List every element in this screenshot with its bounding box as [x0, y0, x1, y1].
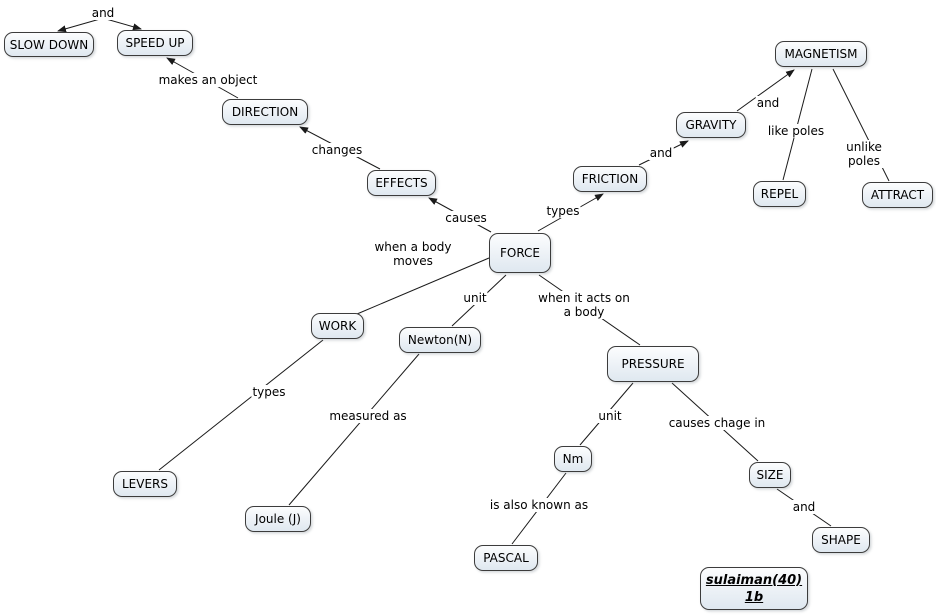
- edge-label-like-poles[interactable]: like poles: [766, 124, 826, 138]
- node-repel[interactable]: REPEL: [753, 181, 806, 207]
- edge-label-and-top[interactable]: and: [90, 6, 116, 20]
- edge-work-levers: [158, 339, 324, 471]
- node-pascal[interactable]: PASCAL: [474, 545, 538, 571]
- edge-label-and-gravity-magnetism[interactable]: and: [755, 96, 781, 110]
- node-speed-up[interactable]: SPEED UP: [117, 30, 193, 56]
- signature-box[interactable]: sulaiman(40) 1b: [700, 567, 808, 610]
- edge-label-measured-as[interactable]: measured as: [328, 409, 408, 423]
- signature-line1: sulaiman(40): [705, 572, 803, 588]
- node-force[interactable]: FORCE: [489, 233, 551, 273]
- edge-and-slow-down: [57, 18, 101, 33]
- node-newton[interactable]: Newton(N): [399, 327, 481, 353]
- node-size[interactable]: SIZE: [749, 462, 791, 488]
- edge-label-types-friction[interactable]: types: [545, 204, 581, 218]
- node-work[interactable]: WORK: [311, 313, 364, 339]
- node-gravity[interactable]: GRAVITY: [676, 112, 746, 138]
- edge-label-causes-chage-in[interactable]: causes chage in: [667, 416, 767, 430]
- edge-label-and-friction-gravity[interactable]: and: [648, 146, 674, 160]
- node-slow-down[interactable]: SLOW DOWN: [4, 32, 94, 57]
- edge-label-causes[interactable]: causes: [444, 211, 488, 225]
- node-effects[interactable]: EFFECTS: [367, 170, 436, 196]
- edge-label-changes[interactable]: changes: [310, 143, 364, 157]
- node-direction[interactable]: DIRECTION: [222, 99, 308, 125]
- edge-label-unit-newton[interactable]: unit: [462, 291, 488, 305]
- edge-newton-joule: [288, 353, 420, 506]
- edge-force-work: [356, 257, 490, 315]
- edge-label-when-it-acts-on-a-body[interactable]: when it acts on a body: [537, 291, 631, 319]
- edge-label-types-levers[interactable]: types: [251, 385, 287, 399]
- signature-line2: 1b: [744, 589, 764, 605]
- node-levers[interactable]: LEVERS: [113, 471, 177, 497]
- node-nm[interactable]: Nm: [554, 446, 592, 472]
- edge-label-makes-an-object[interactable]: makes an object: [157, 73, 259, 87]
- node-attract[interactable]: ATTRACT: [862, 182, 933, 208]
- edge-label-is-also-known-as[interactable]: is also known as: [488, 498, 590, 512]
- edge-and-speed-up: [105, 18, 142, 31]
- node-shape[interactable]: SHAPE: [812, 527, 870, 553]
- edge-gravity-magnetism: [736, 69, 795, 112]
- edge-label-when-a-body-moves[interactable]: when a body moves: [373, 240, 453, 268]
- edge-label-unlike-poles[interactable]: unlike poles: [828, 140, 900, 168]
- edge-label-and-size-shape[interactable]: and: [791, 500, 817, 514]
- edge-label-unit-nm[interactable]: unit: [597, 409, 623, 423]
- node-magnetism[interactable]: MAGNETISM: [775, 41, 867, 67]
- node-pressure[interactable]: PRESSURE: [607, 346, 699, 382]
- node-joule[interactable]: Joule (J): [245, 506, 311, 532]
- node-friction[interactable]: FRICTION: [573, 166, 647, 192]
